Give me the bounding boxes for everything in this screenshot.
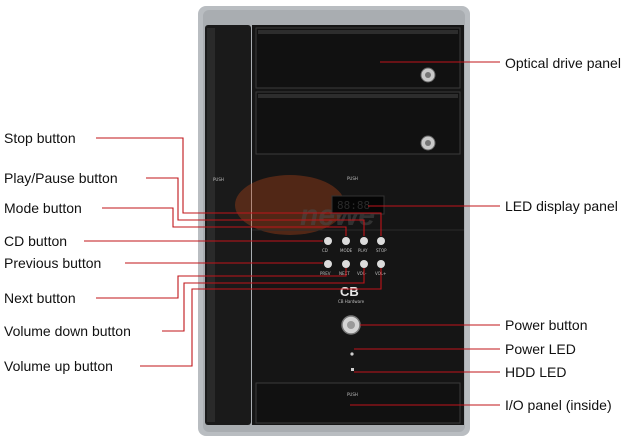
- next-button[interactable]: [342, 260, 350, 268]
- push-label-left: PUSH: [213, 177, 224, 182]
- label-power-button: Power button: [505, 317, 588, 333]
- callout-stop: [96, 137, 382, 236]
- label-cd-button: CD button: [4, 233, 68, 249]
- svg-text:MODE: MODE: [340, 248, 353, 253]
- svg-text:CB Hardware: CB Hardware: [338, 299, 365, 304]
- volume-down-button[interactable]: [360, 260, 368, 268]
- svg-text:VOL-: VOL-: [357, 271, 367, 276]
- svg-text:NEXT: NEXT: [339, 271, 350, 276]
- callout-mode: [102, 207, 347, 236]
- callout-volume-up: [140, 268, 382, 367]
- brand-logo: CB CB Hardware: [338, 284, 365, 304]
- play-pause-button[interactable]: [360, 237, 368, 245]
- volume-up-button[interactable]: [377, 260, 385, 268]
- svg-text:PLAY: PLAY: [358, 248, 368, 253]
- svg-text:CB: CB: [340, 284, 359, 299]
- label-power-led: Power LED: [505, 341, 576, 357]
- svg-text:CD: CD: [322, 248, 328, 253]
- label-previous-button: Previous button: [4, 255, 102, 271]
- mode-button[interactable]: [342, 237, 350, 245]
- callout-lines: [84, 61, 500, 406]
- led-display: [331, 195, 385, 215]
- svg-text:STOP: STOP: [376, 248, 387, 253]
- label-mode-button: Mode button: [4, 200, 82, 216]
- callout-play-pause: [146, 177, 365, 236]
- hdd-led: [351, 368, 354, 371]
- label-hdd-led: HDD LED: [505, 364, 567, 380]
- label-io-panel: I/O panel (inside): [505, 397, 612, 413]
- label-stop-button: Stop button: [4, 130, 76, 146]
- left-door-panel: [205, 25, 251, 425]
- label-next-button: Next button: [4, 290, 76, 306]
- svg-text:PREV: PREV: [320, 271, 331, 276]
- power-led: [350, 352, 354, 356]
- label-optical-drive-panel: Optical drive panel: [505, 55, 621, 71]
- stop-button[interactable]: [377, 237, 385, 245]
- callout-next: [96, 268, 347, 299]
- io-panel-door: [255, 382, 461, 424]
- label-play-pause-button: Play/Pause button: [4, 170, 118, 186]
- push-label-bottom: PUSH: [347, 392, 358, 397]
- label-volume-down-button: Volume down button: [4, 323, 131, 339]
- led-readout: 88:88: [337, 199, 370, 212]
- push-label-mid: PUSH: [347, 176, 358, 181]
- callout-volume-down: [162, 268, 365, 332]
- label-led-display-panel: LED display panel: [505, 198, 618, 214]
- label-volume-up-button: Volume up button: [4, 358, 113, 374]
- previous-button[interactable]: [324, 260, 332, 268]
- cd-button[interactable]: [324, 237, 332, 245]
